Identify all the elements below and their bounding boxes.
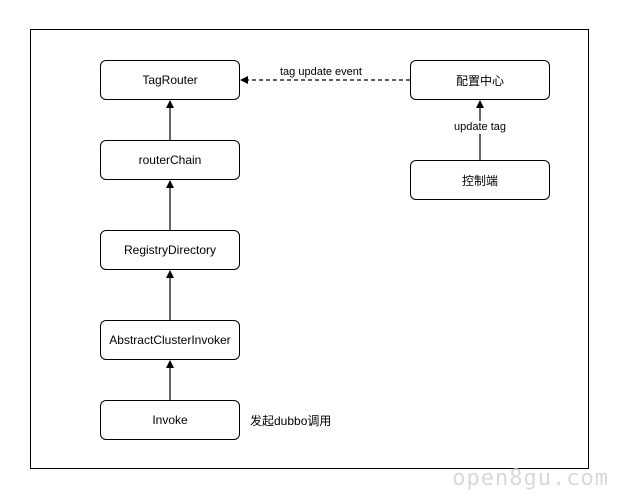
node-invoke-label: Invoke [152, 413, 188, 427]
node-registry-directory: RegistryDirectory [100, 230, 240, 270]
node-registry-directory-label: RegistryDirectory [123, 243, 216, 257]
node-tag-router: TagRouter [100, 60, 240, 100]
edge-label-tag-update-event: tag update event [280, 66, 362, 79]
node-abstract-cluster-invoker: AbstractClusterInvoker [100, 320, 240, 360]
node-console-label: 控制端 [461, 173, 498, 188]
node-invoke: Invoke [100, 400, 240, 440]
node-abstract-cluster-invoker-label: AbstractClusterInvoker [109, 333, 231, 347]
invoke-note: 发起dubbo调用 [250, 414, 332, 428]
node-console: 控制端 [410, 160, 550, 200]
node-config-center-label: 配置中心 [455, 73, 504, 88]
node-tag-router-label: TagRouter [142, 73, 198, 87]
node-router-chain: routerChain [100, 140, 240, 180]
node-router-chain-label: routerChain [138, 153, 202, 167]
diagram-frame [30, 29, 589, 469]
edge-label-update-tag: update tag [454, 121, 506, 134]
node-config-center: 配置中心 [410, 60, 550, 100]
watermark: open8gu.com [452, 466, 609, 491]
